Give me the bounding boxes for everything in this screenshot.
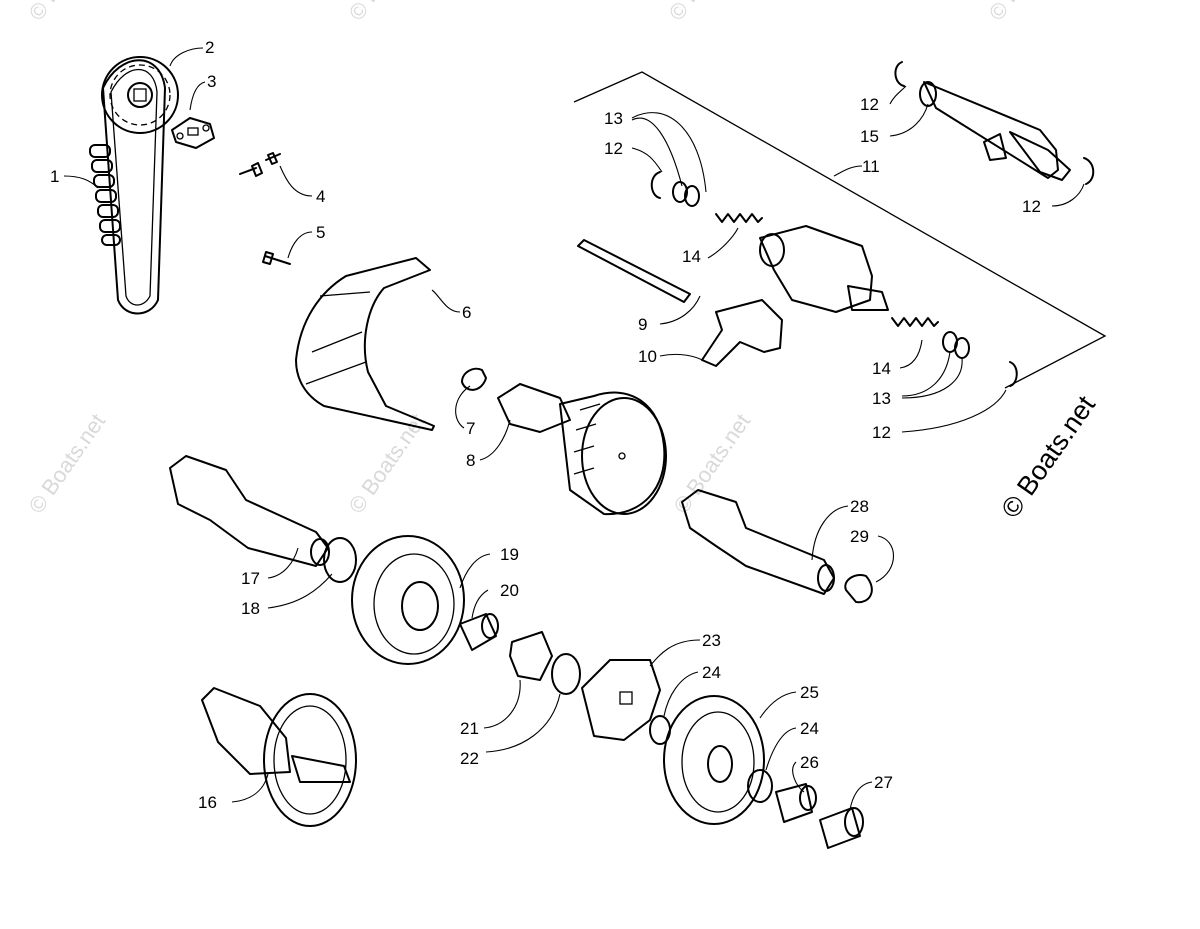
- part-label-15: 15: [860, 127, 879, 146]
- watermark-main: © Boats.net: [995, 390, 1101, 524]
- part-label-26: 26: [800, 753, 819, 772]
- part-label-29: 29: [850, 527, 869, 546]
- part-label-7: 7: [466, 419, 475, 438]
- bolt-part: [262, 251, 291, 265]
- part-label-27: 27: [874, 773, 893, 792]
- lock-plate-part: [171, 117, 215, 149]
- part-label-13-bottom: 13: [872, 389, 891, 408]
- part-label-21: 21: [460, 719, 479, 738]
- watermark-faint-group: © Boats.net © Boats.net © Boats.net © Bo…: [24, 0, 1071, 518]
- part-label-9: 9: [638, 315, 647, 334]
- part-label-20: 20: [500, 581, 519, 600]
- part-label-19: 19: [500, 545, 519, 564]
- part-label-4: 4: [316, 187, 325, 206]
- part-label-22: 22: [460, 749, 479, 768]
- snap-ring-part: [894, 61, 905, 87]
- part-label-14-bottom: 14: [872, 359, 891, 378]
- washer-part: [684, 185, 700, 207]
- sprocket-part: [101, 56, 179, 134]
- part-label-13-top: 13: [604, 109, 623, 128]
- drive-chain-part: [89, 59, 166, 315]
- shift-pin-part: [577, 239, 691, 303]
- part-label-28: 28: [850, 497, 869, 516]
- countershaft-gear-part: [201, 687, 357, 827]
- assembly-bracket-11: [573, 71, 1107, 389]
- clutch-hub-part: [581, 659, 661, 741]
- spring-part: [715, 213, 763, 223]
- washer-part: [672, 181, 688, 203]
- collar-part: [819, 807, 864, 849]
- bushing-part: [775, 783, 817, 823]
- part-label-12-bottom: 12: [872, 423, 891, 442]
- part-label-3: 3: [207, 72, 216, 91]
- retaining-ring-part: [551, 653, 581, 695]
- watermark-faint: © Boats.net: [664, 0, 751, 25]
- part-label-25: 25: [800, 683, 819, 702]
- part-label-12-right: 12: [1022, 197, 1041, 216]
- leader-lines: [63, 47, 1085, 811]
- circlip-part: [844, 574, 873, 604]
- part-label-1: 1: [50, 167, 59, 186]
- part-label-6: 6: [462, 303, 471, 322]
- washer-part: [747, 769, 773, 803]
- shift-shaft-part: [919, 81, 1071, 181]
- part-label-17: 17: [241, 569, 260, 588]
- snap-ring-part: [1009, 361, 1018, 387]
- bushing-part: [459, 613, 499, 651]
- drive-gear-part: [351, 535, 465, 665]
- bolts-part: [239, 152, 281, 177]
- snap-ring-part: [650, 171, 661, 199]
- chain-cover-part: [295, 257, 435, 431]
- part-label-8: 8: [466, 451, 475, 470]
- watermark-faint: © Boats.net: [984, 0, 1071, 25]
- part-label-2: 2: [205, 38, 214, 57]
- spline-washer-part: [509, 631, 553, 681]
- circlip-part: [461, 367, 487, 391]
- watermark-faint: © Boats.net: [24, 409, 111, 518]
- shift-fork-part: [701, 299, 783, 367]
- thrust-washer-part: [323, 537, 357, 583]
- part-labels: 1 2 3 4 5 6 7 8 9 10 11 12 12 12 12 13 1…: [50, 38, 1041, 812]
- part-label-14-top: 14: [682, 247, 701, 266]
- watermark-faint: © Boats.net: [344, 409, 431, 518]
- part-label-10: 10: [638, 347, 657, 366]
- part-label-24-bottom: 24: [800, 719, 819, 738]
- washer-part: [954, 337, 970, 359]
- part-label-12-top: 12: [860, 95, 879, 114]
- part-label-5: 5: [316, 223, 325, 242]
- snap-ring-part: [1083, 157, 1095, 185]
- input-shaft-part: [169, 455, 330, 567]
- watermark-faint: © Boats.net: [24, 0, 111, 25]
- part-label-11: 11: [862, 157, 880, 176]
- watermark-faint: © Boats.net: [344, 0, 431, 25]
- part-label-16: 16: [198, 793, 217, 812]
- output-shaft-part: [681, 489, 835, 595]
- output-shaft-gear-part: [497, 383, 667, 516]
- spring-part: [891, 317, 939, 327]
- part-label-23: 23: [702, 631, 721, 650]
- shift-drum-part: [759, 225, 889, 313]
- part-label-24-top: 24: [702, 663, 721, 682]
- reverse-gear-part: [663, 695, 765, 825]
- part-label-12-left: 12: [604, 139, 623, 158]
- part-label-18: 18: [241, 599, 260, 618]
